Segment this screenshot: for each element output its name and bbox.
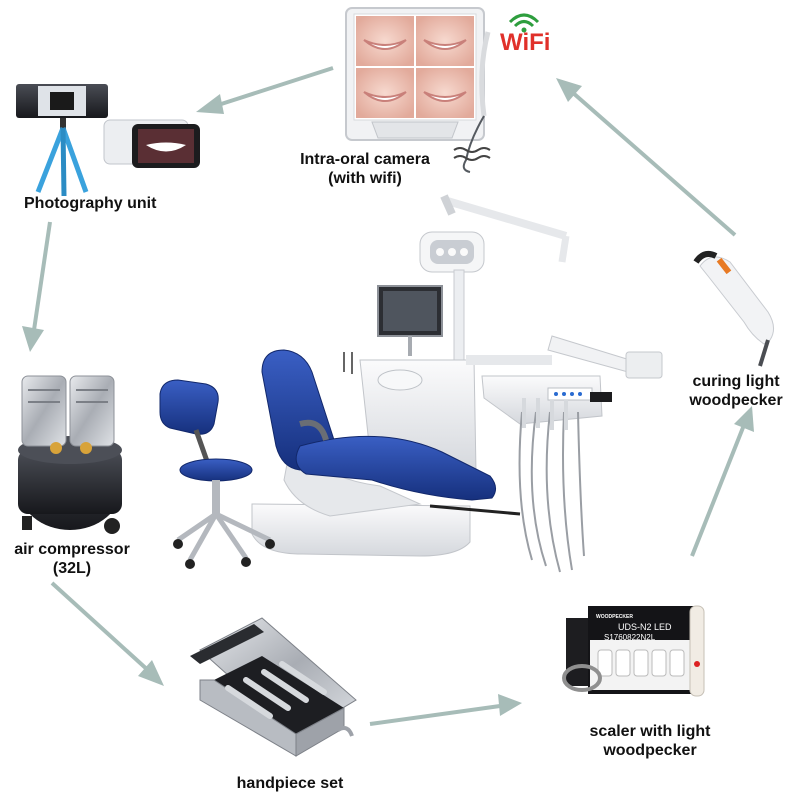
label-line: (with wifi) — [328, 170, 402, 187]
label-line: woodpecker — [689, 392, 783, 409]
arrow-handpiece-to-scaler — [369, 694, 522, 726]
label-air-compressor: air compressor (32L) — [4, 540, 140, 578]
scaler-kit — [562, 605, 705, 697]
wifi-icon — [508, 13, 540, 33]
label-line: woodpecker — [603, 742, 697, 759]
arrow-camera-to-photo — [196, 66, 334, 114]
label-line: Intra-oral camera — [300, 151, 430, 168]
label-scaler: scaler with light woodpecker — [570, 722, 730, 760]
wifi-badge: WiFi — [500, 29, 550, 56]
label-line: curing light — [692, 373, 780, 390]
scaler-box-serial: S1760822N2L — [604, 633, 656, 642]
label-photography-unit: Photography unit — [24, 194, 196, 213]
dental-chair-unit — [159, 194, 663, 573]
smile-photo — [416, 68, 474, 118]
label-line: handpiece set — [236, 775, 344, 792]
arrow-photo-to-compressor — [22, 221, 52, 352]
handpiece-case — [190, 617, 357, 757]
photography-unit — [16, 84, 200, 197]
label-line: air compressor — [14, 541, 130, 558]
intraoral-camera-monitor — [345, 7, 491, 173]
scaler-box-brand: WOODPECKER — [596, 614, 633, 620]
label-line: Photography unit — [24, 195, 157, 212]
handpiece — [225, 661, 327, 719]
arrow-compressor-to-handpiece — [50, 581, 164, 686]
stool-seat — [179, 458, 253, 482]
smile-photo — [416, 16, 474, 66]
air-compressor — [18, 375, 122, 534]
stool-backrest — [159, 379, 219, 435]
arrow-curing-to-camera — [556, 78, 737, 237]
label-line: (32L) — [52, 560, 92, 577]
label-curing-light: curing light woodpecker — [676, 372, 796, 410]
label-handpiece-set: handpiece set — [220, 774, 360, 793]
scaler-box-model: UDS-N2 LED — [618, 622, 672, 632]
smile-photo — [356, 68, 414, 118]
curing-light — [693, 251, 774, 367]
smile-photo — [356, 16, 414, 66]
arrow-scaler-to-curing — [690, 406, 754, 557]
chair-seat — [295, 435, 496, 501]
label-intraoral-camera: Intra-oral camera (with wifi) — [280, 150, 450, 188]
label-line: scaler with light — [589, 723, 711, 740]
